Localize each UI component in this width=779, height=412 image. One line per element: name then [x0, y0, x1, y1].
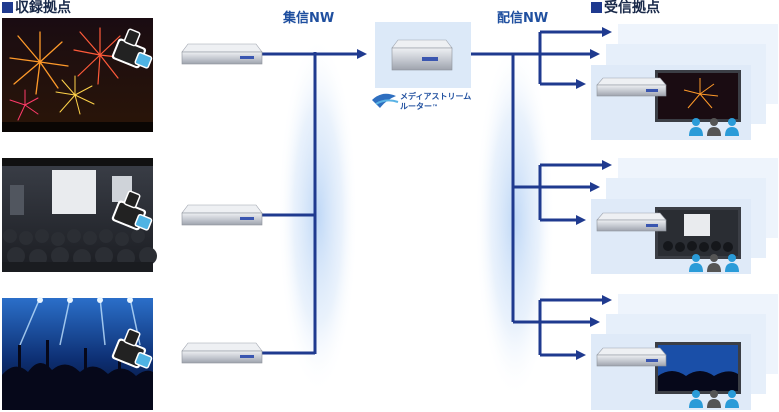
trademark-mark: ™	[432, 104, 438, 111]
video-camera-icon	[111, 28, 153, 69]
decoder-device	[596, 212, 667, 232]
router-brand-line1: メディアストリーム	[400, 92, 472, 101]
encoder-device	[181, 43, 263, 65]
audience-people-icon	[689, 118, 739, 136]
receiver-sites-header: 受信拠点	[591, 0, 660, 16]
source-sites-label: 収録拠点	[15, 0, 71, 16]
receiver-group-fireworks	[591, 24, 778, 140]
distribution-network-label: 配信NW	[497, 11, 549, 26]
decoder-device	[596, 347, 667, 367]
router-brand-line2: ルーター™	[400, 102, 438, 112]
encoder-device	[181, 204, 263, 226]
aggregate-network-lines	[262, 49, 367, 355]
distribution-network-lines	[471, 27, 612, 360]
router-brand-line2-text: ルーター	[400, 102, 432, 111]
header-square-icon	[591, 2, 602, 13]
source-sites-header: 収録拠点	[2, 0, 71, 16]
audience-people-icon	[689, 390, 739, 408]
receiver-group-conference	[591, 158, 778, 274]
media-stream-router	[375, 22, 471, 88]
video-camera-icon	[111, 190, 153, 231]
aggregate-network-glow	[278, 35, 358, 395]
video-camera-icon	[111, 328, 153, 369]
distribution-network-glow	[475, 40, 555, 400]
audience-people-icon	[689, 254, 739, 272]
aggregate-network-label: 集信NW	[283, 11, 335, 26]
receiver-group-concert	[591, 294, 778, 410]
decoder-device	[596, 77, 667, 97]
router-logo-icon	[372, 93, 399, 108]
header-square-icon	[2, 2, 13, 13]
receiver-sites-label: 受信拠点	[604, 0, 660, 16]
encoder-device	[181, 342, 263, 364]
